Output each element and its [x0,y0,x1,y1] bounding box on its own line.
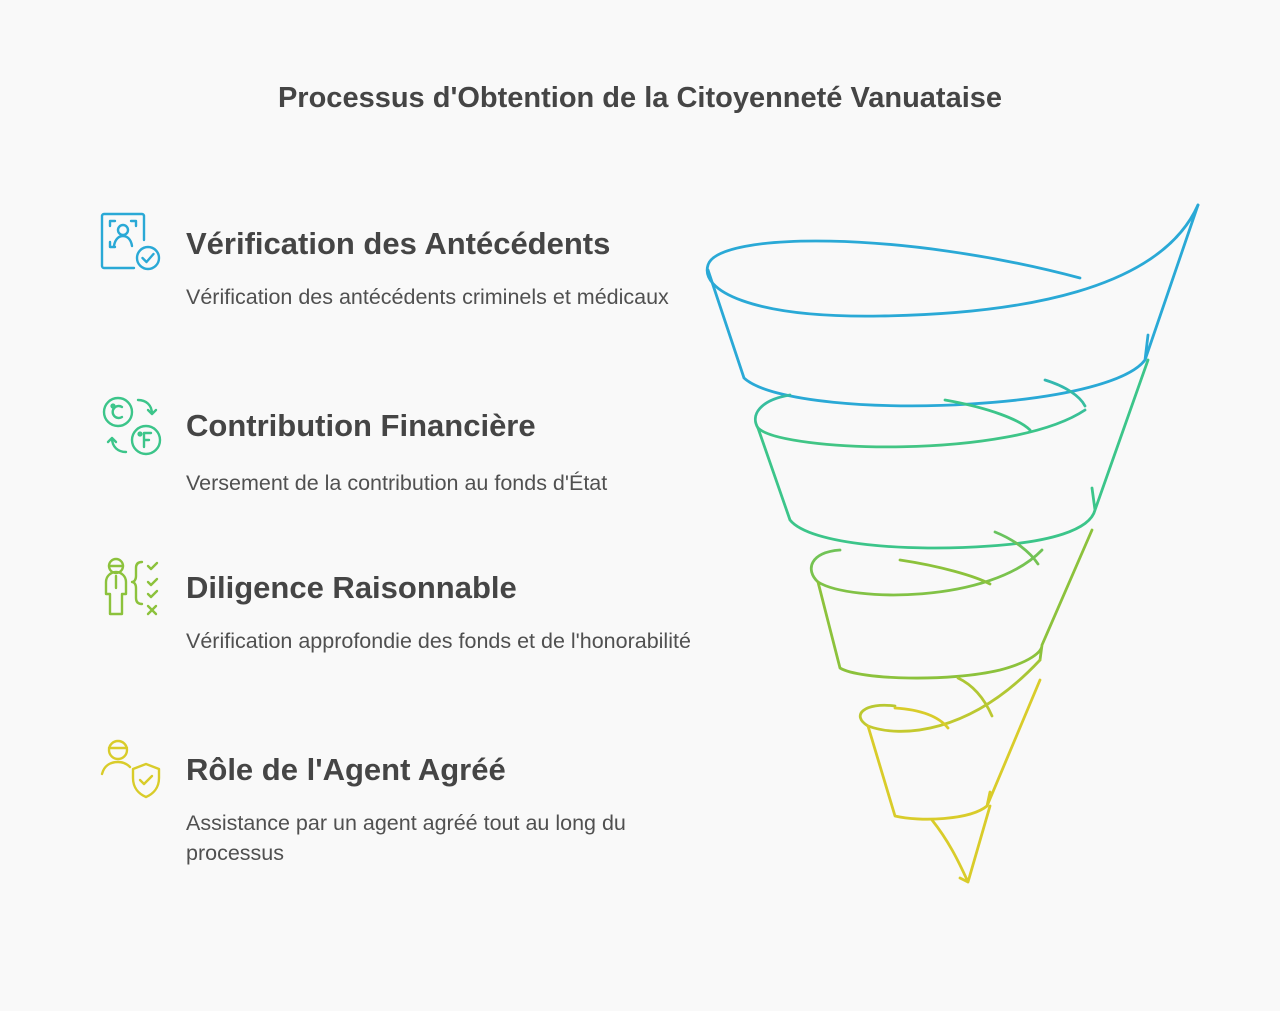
step-description: Vérification approfondie des fonds et de… [186,629,691,653]
spiral-funnel-illustration [690,190,1220,900]
step-title: Diligence Raisonnable [186,570,517,605]
funnel-band-yellow [866,678,1042,821]
step-description: Assistance par un agent agréé tout au lo… [186,811,626,865]
step-description: Vérification des antécédents criminels e… [186,285,669,309]
identity-verification-icon [98,208,166,276]
step-title: Rôle de l'Agent Agréé [186,752,506,787]
funnel-band-top [705,203,1200,318]
funnel-seam-1 [754,378,1087,449]
funnel-band-top-edge [706,203,1200,408]
funnel-seam-3b [893,706,950,730]
funnel-seam-3 [858,658,1042,733]
funnel-band-green [756,358,1150,550]
currency-exchange-icon [98,392,166,460]
step-title: Vérification des Antécédents [186,226,611,261]
step-description: Versement de la contribution au fonds d'… [186,471,608,495]
page-title: Processus d'Obtention de la Citoyenneté … [277,82,1003,114]
funnel-tip [930,804,992,884]
step-title: Contribution Financière [186,408,536,443]
funnel-seam-1b [943,398,1032,432]
funnel-band-lime [816,528,1094,680]
funnel-seam-2 [809,530,1044,597]
funnel-seam-2b [898,558,992,586]
agent-shield-icon [98,736,166,804]
person-checklist-icon [98,554,166,622]
